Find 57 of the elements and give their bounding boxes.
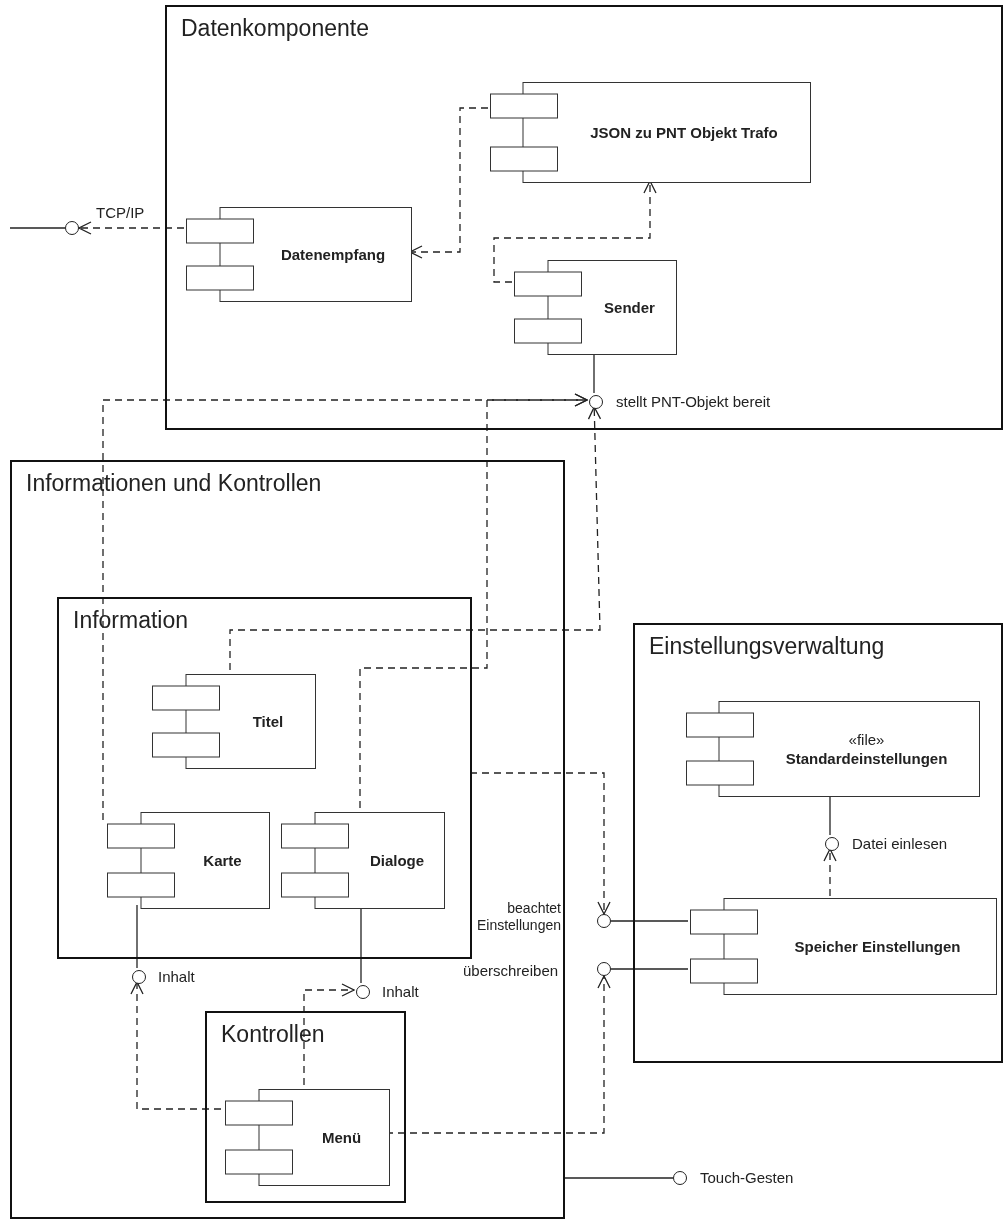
component-label: Dialoge <box>369 850 425 871</box>
component-box <box>107 812 270 909</box>
interface-label: Touch-Gesten <box>700 1169 794 1186</box>
component-box <box>690 898 997 995</box>
component-box <box>152 674 316 769</box>
component-label: Datenempfang <box>280 244 386 265</box>
component-label: Karte <box>203 850 242 871</box>
interface-label: überschreiben <box>463 962 559 979</box>
component-label: Standardeinstellungen <box>785 749 948 769</box>
component-frame <box>57 597 472 959</box>
frame-title: Datenkomponente <box>181 15 369 42</box>
interface-circle <box>589 395 603 409</box>
interface-label: stellt PNT-Objekt bereit <box>616 393 771 410</box>
dependency-arrow <box>78 221 185 235</box>
frame-title: Einstellungsverwaltung <box>649 633 885 660</box>
component-frame <box>633 623 1003 1063</box>
dependency-arrow <box>303 983 355 1086</box>
frame-title: Kontrollen <box>221 1021 325 1048</box>
component-label: Titel <box>252 711 284 732</box>
dependency-arrow <box>823 848 837 897</box>
interface-circle <box>825 837 839 851</box>
interface-circle <box>132 970 146 984</box>
stereotype-label: «file» <box>848 729 885 749</box>
interface-circle <box>356 985 370 999</box>
component-box <box>281 812 445 909</box>
connector-line <box>610 968 689 970</box>
component-frame <box>165 5 1003 430</box>
interface-label: TCP/IP <box>96 204 145 221</box>
interface-label: beachtet Einstellungen <box>475 900 561 934</box>
interface-label: Inhalt <box>158 968 195 985</box>
interface-circle <box>597 914 611 928</box>
interface-label: Datei einlesen <box>852 835 948 852</box>
dependency-arrow <box>229 406 602 671</box>
component-box <box>514 260 677 355</box>
interface-circle <box>597 962 611 976</box>
component-frame <box>10 460 565 1219</box>
component-label: JSON zu PNT Objekt Trafo <box>590 122 778 143</box>
component-box <box>490 82 811 183</box>
component-label: Sender <box>604 297 655 318</box>
component-box <box>225 1089 390 1186</box>
interface-circle <box>673 1171 687 1185</box>
connector-line <box>9 227 66 229</box>
interface-label: Inhalt <box>382 983 419 1000</box>
connector-line <box>564 1177 674 1179</box>
frame-title: Information <box>73 607 189 634</box>
dependency-arrow <box>102 393 588 821</box>
component-box <box>186 207 412 302</box>
component-frame <box>205 1011 406 1203</box>
component-label: Speicher Einstellungen <box>794 936 961 957</box>
component-label: Menü <box>321 1127 362 1148</box>
component-box <box>686 701 980 797</box>
dependency-arrow <box>469 772 611 915</box>
dependency-arrow <box>130 981 222 1110</box>
connector-line <box>610 920 689 922</box>
interface-circle <box>65 221 79 235</box>
frame-title: Informationen und Kontrollen <box>26 470 322 497</box>
connector-line <box>136 904 138 969</box>
